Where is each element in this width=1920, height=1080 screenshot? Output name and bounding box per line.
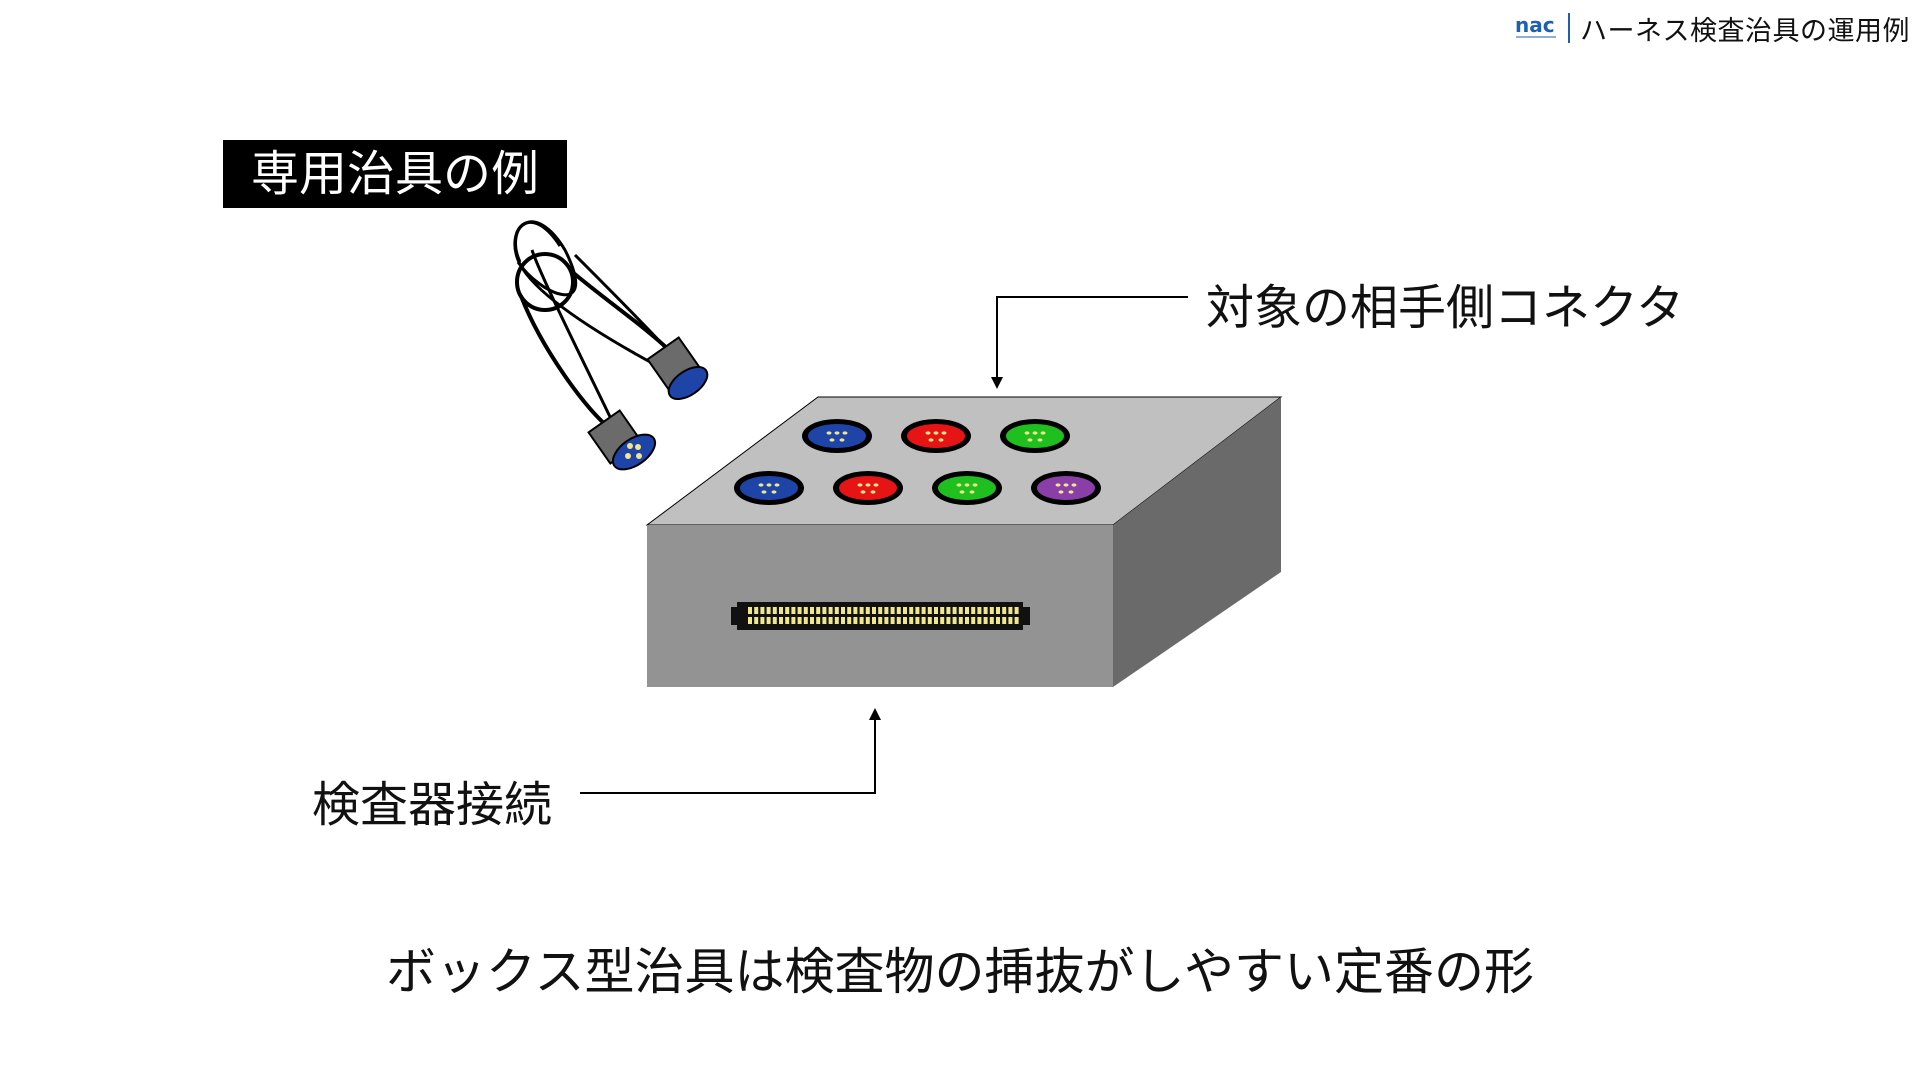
header: nac ハーネス検査治具の運用例: [1514, 8, 1910, 48]
header-title: ハーネス検査治具の運用例: [1580, 15, 1910, 47]
target-arrow: [991, 296, 1188, 389]
connector-5: [833, 471, 903, 505]
svg-text:nac: nac: [1515, 13, 1555, 37]
nac-logo-icon: nac: [1515, 13, 1556, 38]
connector-1: [802, 419, 872, 453]
connector-7: [1031, 471, 1101, 505]
cable-plug-pins: [587, 409, 657, 471]
connector-6: [932, 471, 1002, 505]
target-connectors: [734, 419, 1101, 505]
box-jig: [645, 396, 1283, 687]
tester-port: [731, 602, 1030, 630]
connector-4: [734, 471, 804, 505]
connector-2: [901, 419, 971, 453]
caption: ボックス型治具は検査物の挿抜がしやすい定番の形: [386, 943, 1534, 1001]
dedicated-jig-badge: 専用治具の例: [223, 140, 567, 208]
header-separator: [1568, 13, 1570, 43]
target-connector-label: 対象の相手側コネクタ: [1206, 280, 1685, 336]
box-side-face: [1113, 397, 1281, 687]
tester-connection-label: 検査器接続: [312, 777, 553, 833]
connector-3: [1000, 419, 1070, 453]
tester-arrow: [580, 708, 881, 794]
cable-plug-socket: [646, 336, 709, 400]
test-cable: [513, 220, 677, 432]
